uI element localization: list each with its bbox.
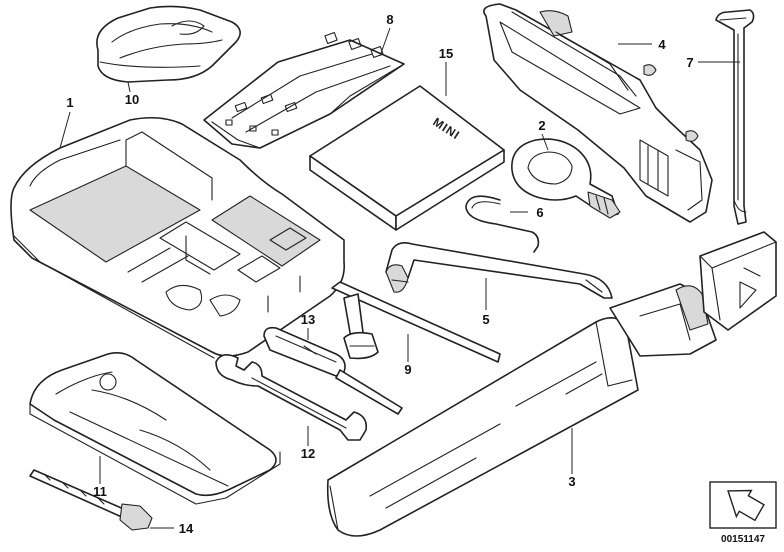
direction-arrow-icon bbox=[727, 489, 765, 522]
callout-11: 11 bbox=[93, 484, 107, 499]
callout-13: 13 bbox=[301, 312, 315, 327]
callout-3: 3 bbox=[568, 474, 575, 489]
callout-9: 9 bbox=[404, 362, 411, 377]
callout-1: 1 bbox=[66, 95, 73, 110]
reference-code: 00151147 bbox=[721, 534, 765, 545]
callout-12: 12 bbox=[301, 446, 315, 461]
reference-box: 00151147 bbox=[709, 481, 777, 545]
part-11-tool-pouch bbox=[29, 352, 281, 505]
callout-labels: 1 2 3 4 5 6 7 8 9 10 11 12 13 14 15 bbox=[66, 12, 693, 536]
callout-7: 7 bbox=[686, 55, 693, 70]
part-12-spanner bbox=[215, 354, 368, 441]
part-8-document-holder bbox=[203, 31, 405, 149]
callout-15: 15 bbox=[439, 46, 453, 61]
part-2-towing-eye bbox=[511, 138, 621, 219]
part-10-cloth-bag bbox=[96, 5, 241, 83]
part-9-socket-tool bbox=[331, 281, 501, 363]
callout-5: 5 bbox=[482, 312, 489, 327]
callout-4: 4 bbox=[658, 37, 666, 52]
callout-6: 6 bbox=[536, 205, 543, 220]
part-7-tow-eye-tool bbox=[715, 9, 755, 225]
callout-10: 10 bbox=[125, 92, 139, 107]
part-6-hook bbox=[465, 195, 540, 253]
part-1-foam-tray bbox=[10, 116, 346, 359]
part-14-cable-tie bbox=[29, 469, 153, 531]
part-4-jack bbox=[483, 3, 713, 223]
callout-2: 2 bbox=[538, 118, 545, 133]
part-15-manual-booklet: MINI bbox=[309, 85, 505, 231]
leader-lines bbox=[59, 27, 740, 529]
callout-14: 14 bbox=[179, 521, 194, 536]
part-3-warning-triangle bbox=[326, 231, 777, 537]
part-13-screwdriver bbox=[263, 326, 403, 415]
part-5-wheel-wrench bbox=[385, 242, 613, 299]
callout-8: 8 bbox=[386, 12, 393, 27]
